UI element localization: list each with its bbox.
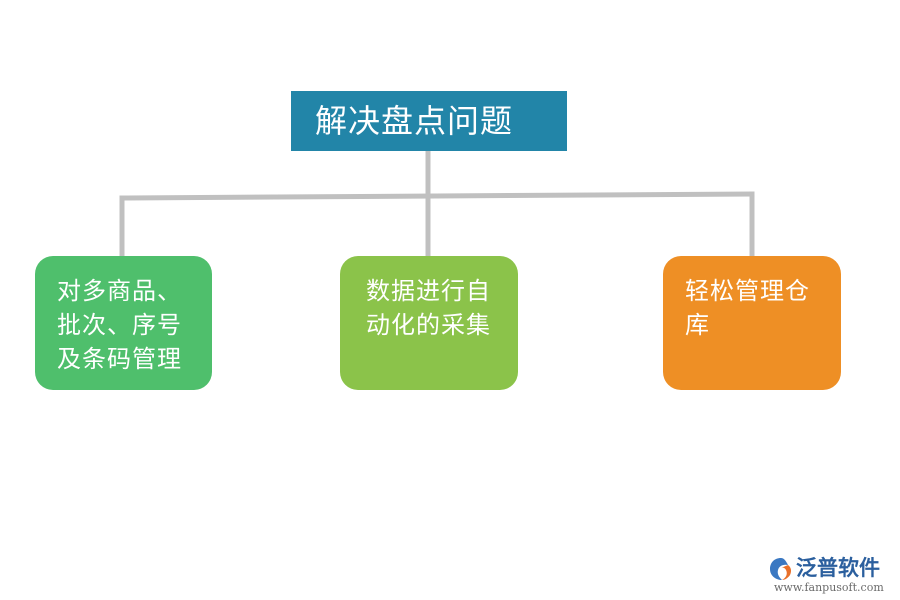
horizontal-bus-line xyxy=(119,191,755,201)
child-node-label: 数据进行自动化的采集 xyxy=(366,277,491,339)
root-node-label: 解决盘点问题 xyxy=(315,102,514,140)
child-node-automated-data-collection: 数据进行自动化的采集 xyxy=(340,256,518,390)
fanpu-logo-icon xyxy=(770,558,792,580)
root-node: 解决盘点问题 xyxy=(291,91,567,151)
child-node-label: 轻松管理仓库 xyxy=(685,277,810,339)
child-node-label: 对多商品、批次、序号及条码管理 xyxy=(57,277,182,373)
child-node-multi-item-management: 对多商品、批次、序号及条码管理 xyxy=(35,256,212,390)
child-node-easy-warehouse-management: 轻松管理仓库 xyxy=(663,256,841,390)
logo-name: 泛普软件 xyxy=(796,556,880,580)
fanpu-logo: 泛普软件 www.fanpusoft.com xyxy=(768,554,892,594)
logo-url: www.fanpusoft.com xyxy=(774,581,884,594)
